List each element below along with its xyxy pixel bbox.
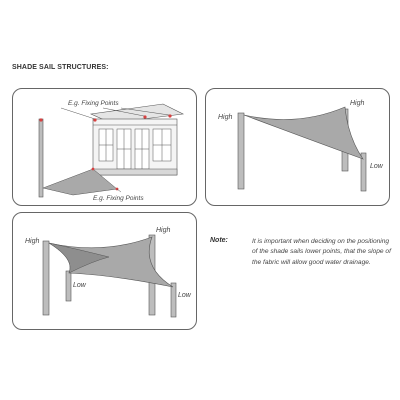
fixing-point-marker xyxy=(39,118,43,122)
page-title: SHADE SAIL STRUCTURES: xyxy=(12,64,109,71)
fixing-point-marker xyxy=(143,115,147,119)
label-low-left: Low xyxy=(73,282,87,289)
label-high-left: High xyxy=(25,238,40,245)
note-text: It is important when deciding on the pos… xyxy=(252,238,391,266)
sail-diagram-3: High High Low Low xyxy=(25,227,192,318)
shade-sail-shade xyxy=(48,242,110,274)
label-low: Low xyxy=(370,163,384,170)
shade-sail xyxy=(243,106,364,160)
post xyxy=(38,118,44,198)
post xyxy=(360,152,367,192)
fixing-point-marker xyxy=(93,118,97,122)
fixing-points-label-bottom: E.g. Fixing Points xyxy=(93,195,144,202)
panel-house-fixing-points: E.g. Fixing Points E.g. Fixing Points xyxy=(12,88,197,206)
label-high-right: High xyxy=(156,227,171,234)
note-label: Note: xyxy=(210,237,228,244)
post xyxy=(42,240,50,316)
post xyxy=(170,282,177,318)
label-high-left: High xyxy=(218,114,233,121)
house-diagram: E.g. Fixing Points E.g. Fixing Points xyxy=(38,100,185,202)
post xyxy=(65,270,72,302)
house-windows xyxy=(98,128,172,170)
fixing-point-marker xyxy=(91,167,95,171)
sail-diagram-2: High High Low xyxy=(218,100,384,192)
fixing-point-marker xyxy=(168,114,172,118)
label-high-right: High xyxy=(350,100,365,107)
fixing-points-label-top: E.g. Fixing Points xyxy=(68,100,119,107)
panel-two-high-two-low: High High Low Low xyxy=(12,212,197,330)
label-low-right: Low xyxy=(178,292,192,299)
post xyxy=(237,112,245,190)
panel-two-high-one-low: High High Low xyxy=(205,88,390,206)
